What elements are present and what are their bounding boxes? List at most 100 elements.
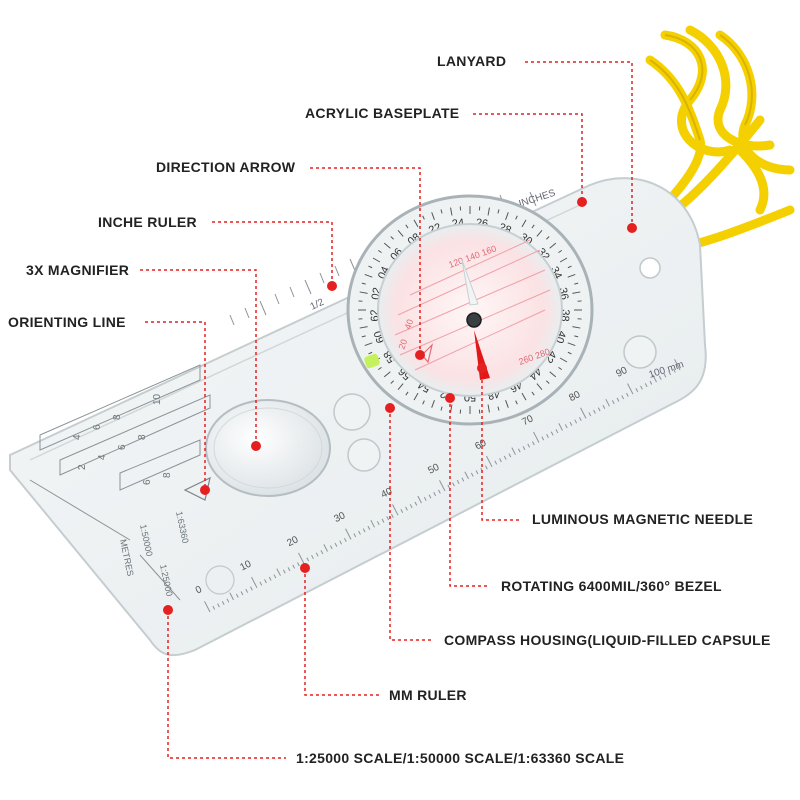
label-scales: 1:25000 SCALE/1:50000 SCALE/1:63360 SCAL… bbox=[296, 750, 625, 766]
mm-tick bbox=[532, 441, 535, 446]
bezel-tick bbox=[397, 383, 404, 390]
mm-tick bbox=[334, 542, 338, 547]
mm-tick bbox=[668, 371, 672, 376]
mm-tick bbox=[362, 528, 366, 533]
bezel-tick bbox=[405, 391, 409, 396]
compass-dial bbox=[377, 223, 563, 397]
bezel-tick bbox=[487, 404, 490, 413]
mm-tick bbox=[250, 586, 253, 591]
mm-tick bbox=[569, 421, 573, 426]
label-acrylic-baseplate: ACRYLIC BASEPLATE bbox=[305, 105, 460, 121]
mm-tick bbox=[464, 471, 469, 480]
svg-text:8: 8 bbox=[112, 414, 123, 420]
plate-hole-3 bbox=[623, 335, 657, 369]
bezel-tick bbox=[549, 242, 557, 249]
bezel-tick bbox=[487, 207, 490, 216]
bezel-tick bbox=[390, 236, 394, 240]
bezel-tick bbox=[567, 273, 576, 278]
mm-tick-label: 70 bbox=[520, 413, 535, 428]
mm-tick bbox=[417, 495, 422, 504]
mm-tick bbox=[306, 557, 310, 562]
mm-tick bbox=[579, 417, 582, 422]
bezel-tick bbox=[536, 383, 543, 390]
mm-tick bbox=[616, 397, 620, 402]
slot-circle bbox=[205, 565, 235, 595]
bezel-tick bbox=[364, 273, 373, 278]
mm-tick bbox=[635, 387, 639, 393]
bezel-tick bbox=[377, 366, 382, 371]
bezel-tick bbox=[413, 219, 419, 228]
label-inch-ruler: INCHE RULER bbox=[98, 214, 197, 230]
mm-tick bbox=[447, 484, 451, 489]
mm-tick bbox=[428, 494, 432, 499]
bezel-tick bbox=[440, 406, 443, 411]
bezel-tick bbox=[572, 326, 581, 329]
mm-tick bbox=[588, 412, 592, 417]
mm-tick bbox=[626, 392, 629, 397]
mm-tick bbox=[212, 605, 216, 610]
mm-tick bbox=[621, 395, 625, 400]
bezel-tick bbox=[383, 371, 391, 378]
mm-tick bbox=[652, 374, 657, 383]
scale-rulers bbox=[29, 364, 211, 601]
bezel-tick bbox=[567, 265, 572, 269]
mm-tick bbox=[580, 407, 587, 419]
callout-dots bbox=[163, 197, 637, 615]
mm-tick bbox=[644, 383, 648, 388]
bezel-tick bbox=[574, 335, 579, 338]
mm-tick bbox=[370, 519, 375, 528]
mm-tick bbox=[381, 518, 385, 523]
magnifier-lens bbox=[205, 399, 331, 497]
mm-tick bbox=[574, 419, 578, 424]
mm-tick bbox=[597, 407, 601, 412]
bezel-tick bbox=[536, 230, 543, 237]
bezel-tick bbox=[546, 380, 550, 384]
bezel-tick bbox=[521, 392, 527, 401]
direction-arrow bbox=[421, 343, 434, 364]
svg-text:2: 2 bbox=[77, 464, 88, 470]
svg-text:6: 6 bbox=[117, 444, 128, 450]
bezel-tick bbox=[497, 406, 500, 411]
mm-tick-label: 20 bbox=[285, 534, 300, 549]
bezel-tick bbox=[422, 400, 425, 405]
mm-tick bbox=[503, 455, 507, 460]
mm-tick bbox=[658, 375, 662, 380]
mm-tick bbox=[527, 443, 531, 448]
mm-tick bbox=[405, 506, 408, 511]
mm-tick bbox=[245, 588, 249, 593]
mm-tick bbox=[470, 472, 474, 477]
mm-tick bbox=[282, 569, 286, 574]
mm-tick bbox=[339, 540, 343, 545]
mm-tick bbox=[323, 544, 328, 552]
mm-tick bbox=[499, 458, 502, 463]
bezel-tick bbox=[558, 366, 563, 371]
mm-tick bbox=[433, 492, 437, 497]
mm-tick bbox=[414, 501, 418, 506]
mm-tick bbox=[485, 465, 488, 470]
mm-tick bbox=[508, 453, 512, 458]
mm-tick bbox=[511, 447, 516, 455]
mm-tick bbox=[344, 538, 347, 543]
bezel-tick bbox=[390, 380, 394, 384]
mm-tick bbox=[605, 398, 610, 407]
mm-tick bbox=[674, 359, 681, 371]
needle-pivot bbox=[466, 312, 482, 328]
mm-tick bbox=[345, 528, 352, 540]
mm-tick bbox=[475, 470, 479, 475]
bezel-tick bbox=[531, 224, 535, 229]
mm-tick bbox=[204, 601, 211, 613]
mm-tick bbox=[235, 593, 239, 598]
bezel-tick bbox=[359, 291, 368, 294]
mm-tick-label: 40 bbox=[379, 486, 394, 501]
svg-text:20: 20 bbox=[396, 338, 409, 351]
magnetic-needle-north bbox=[461, 259, 479, 306]
mm-tick bbox=[555, 429, 559, 434]
svg-text:8: 8 bbox=[137, 434, 148, 440]
bezel-tick bbox=[531, 391, 535, 396]
mm-tick bbox=[367, 525, 371, 530]
mm-tick bbox=[673, 368, 676, 373]
bezel-tick bbox=[450, 207, 453, 216]
